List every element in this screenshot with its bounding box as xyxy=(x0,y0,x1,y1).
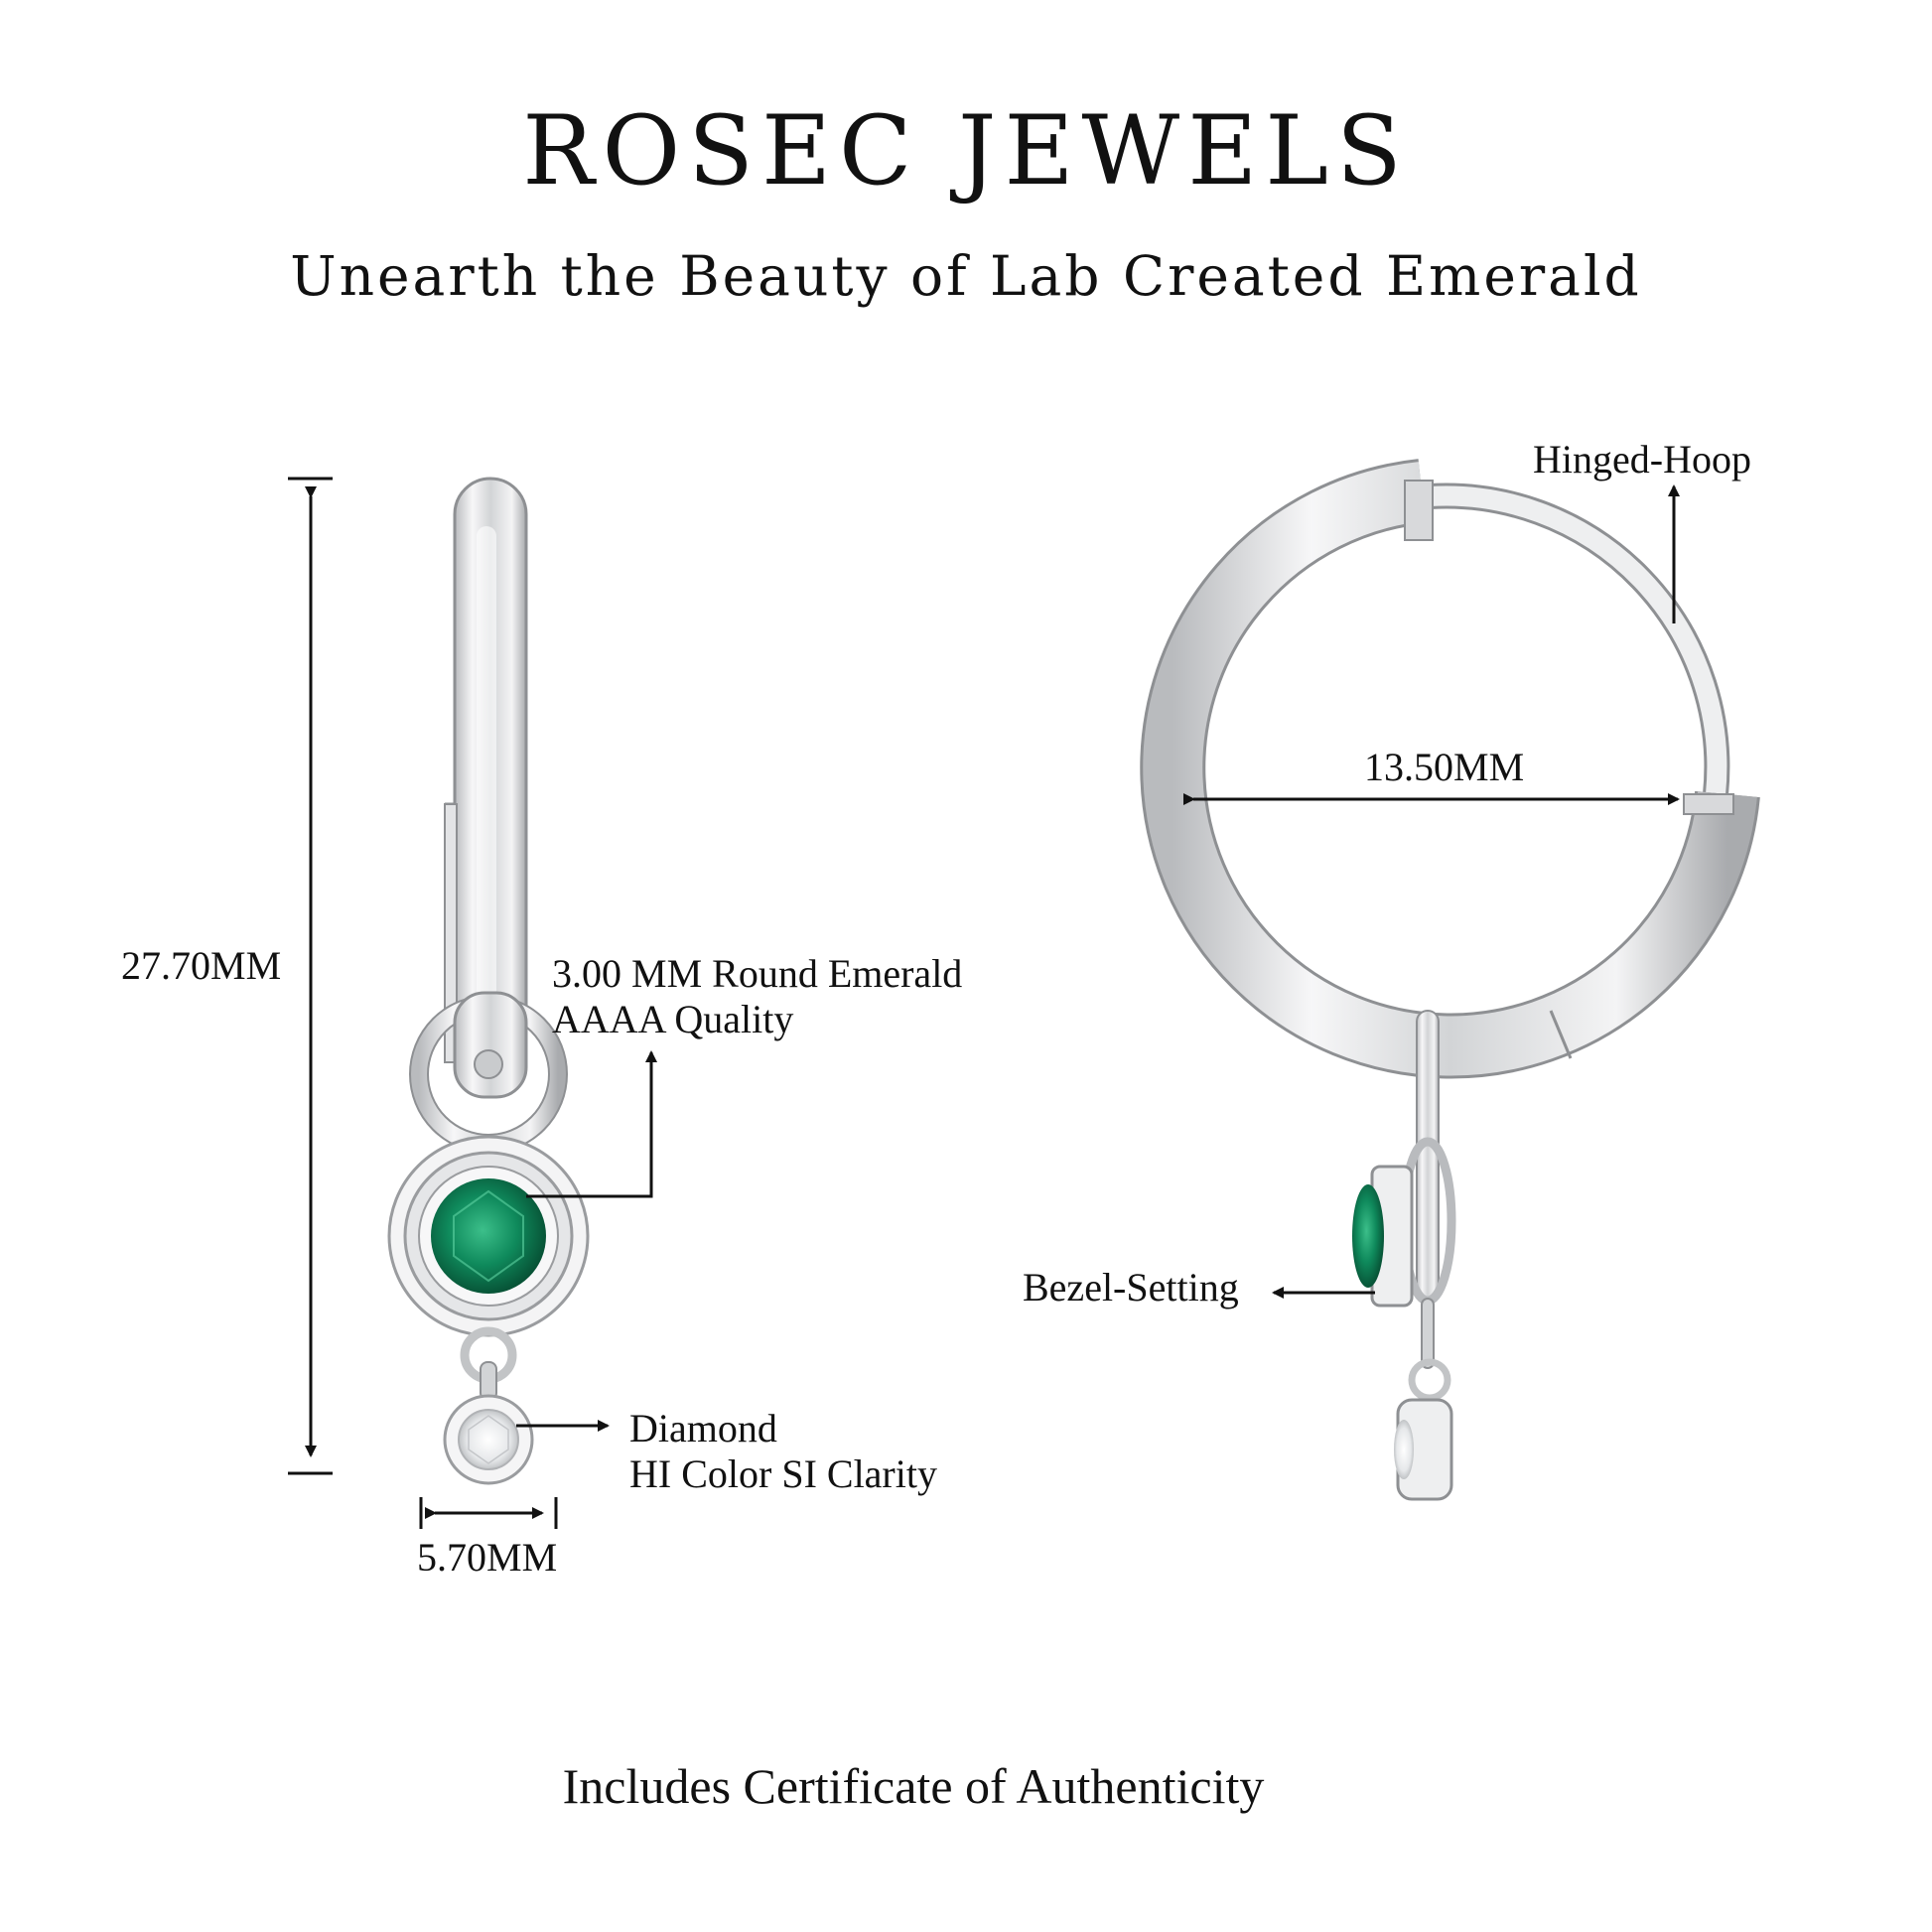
height-dimension xyxy=(288,477,333,1475)
brand-title: ROSEC JEWELS xyxy=(522,95,1410,207)
certificate-note: Includes Certificate of Authenticity xyxy=(562,1758,1265,1814)
side-view-earring xyxy=(1067,459,1760,1501)
tagline: Unearth the Beauty of Lab Created Emeral… xyxy=(290,244,1642,308)
emerald-label-line2: AAAA Quality xyxy=(552,997,794,1041)
diameter-label: 13.50MM xyxy=(1364,745,1525,789)
diamond-side-stone xyxy=(1394,1420,1414,1479)
diamond-label-line1: Diamond xyxy=(629,1406,777,1450)
emerald-callout-line xyxy=(526,1050,657,1198)
emerald-side-stone xyxy=(1352,1184,1384,1288)
emerald-stone xyxy=(431,1178,546,1294)
width-label: 5.70MM xyxy=(417,1535,558,1580)
setting-label: Bezel-Setting xyxy=(1023,1265,1239,1310)
width-dimension xyxy=(419,1497,558,1529)
diamond-stone xyxy=(458,1409,519,1470)
hinge-label: Hinged-Hoop xyxy=(1533,437,1751,482)
front-view-earring xyxy=(387,477,590,1485)
emerald-label-line1: 3.00 MM Round Emerald xyxy=(552,951,963,996)
diamond-label-line2: HI Color SI Clarity xyxy=(629,1451,937,1496)
height-label: 27.70MM xyxy=(121,943,282,988)
